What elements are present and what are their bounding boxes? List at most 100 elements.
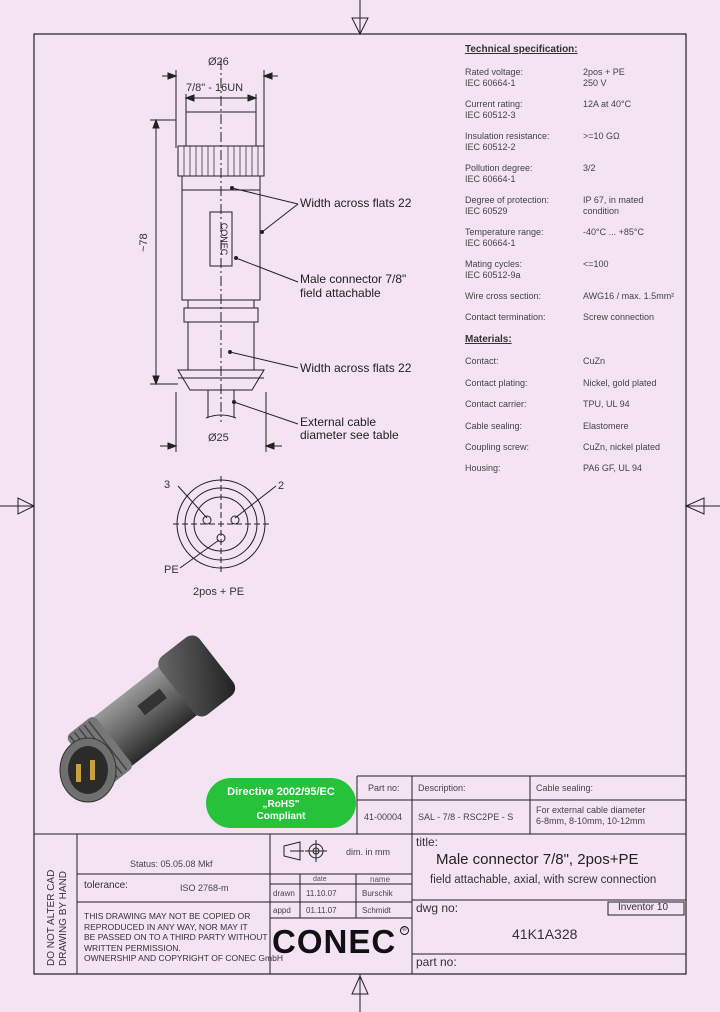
notice-cad: DO NOT ALTER CAD [46,869,57,966]
date-header: date [313,876,327,883]
material-label: Housing: [465,463,501,473]
material-label: Contact: [465,356,499,366]
cable-sealing-header: Cable sealing: [536,783,594,793]
spec-label: Mating cycles: [465,259,523,269]
spec-label: Insulation resistance: [465,131,550,141]
spec-value: -40°C ... +85°C [583,227,644,237]
rohs-label: „RoHS" [262,799,300,810]
spec-value: 2pos + PE [583,67,625,77]
dimension-thread: 7/8" - 16UN [186,82,244,94]
notice-line: BE PASSED ON TO A THIRD PARTY WITHOUT [84,932,268,942]
dwg-no-label: dwg no: [416,901,459,915]
cable-sealing-value-2: 6-8mm, 8-10mm, 10-12mm [536,816,646,826]
label-flats-bottom: Width across flats 22 [300,361,412,375]
spec-value: 250 V [583,78,607,88]
material-value: CuZn [583,356,606,366]
pin-label-2: 2 [278,480,285,492]
spec-value: IP 67, in mated [583,195,644,205]
tolerance-value: ISO 2768-m [180,883,229,893]
materials-heading: Materials: [465,334,512,345]
name-header: name [370,875,391,884]
title-label: title: [416,835,439,849]
spec-label: Degree of protection: [465,195,550,205]
notice-line: WRITTEN PERMISSION. [84,942,181,953]
connector-render [59,635,236,803]
material-label: Cable sealing: [465,421,523,431]
logo-text: CONEC [272,923,397,960]
spec-standard: IEC 60664-1 [465,78,516,88]
part-no-value: 41-00004 [364,812,403,822]
pin-label-pe: PE [164,564,179,576]
label-flats-top: Width across flats 22 [300,196,412,210]
spec-label: Temperature range: [465,227,544,237]
spec-label: Rated voltage: [465,67,524,77]
spec-value: Screw connection [583,312,655,322]
spec-value: >=10 GΩ [583,131,620,141]
conec-logo: CONEC ® [272,922,410,970]
registered-icon: ® [400,926,409,935]
label-male-connector: Male connector 7/8" [300,272,407,286]
spec-value: AWG16 / max. 1.5mm² [583,291,675,301]
notice-line: OWNERSHIP AND COPYRIGHT OF CONEC GmbH [84,953,283,963]
dimension-dia-top: Ø26 [208,56,229,68]
spec-value: 3/2 [583,163,596,173]
spec-standard: IEC 60512-3 [465,110,516,120]
drawing-title: Male connector 7/8", 2pos+PE [436,851,639,868]
description-header: Description: [418,783,466,793]
status: Status: 05.05.08 Mkf [130,859,213,869]
spec-standard: IEC 60664-1 [465,174,516,184]
rohs-compliant: Compliant [256,811,306,822]
dim-unit: dim. in mm [346,847,391,857]
material-value: TPU, UL 94 [583,399,630,409]
material-label: Contact plating: [465,378,528,388]
copyright-notice: THIS DRAWING MAY NOT BE COPIED OR REPROD… [84,911,283,964]
material-value: PA6 GF, UL 94 [583,463,643,473]
part-no-header: Part no: [368,783,400,793]
spec-standard: IEC 60512-9a [465,270,521,280]
spec-label: Pollution degree: [465,163,533,173]
part-no-label: part no: [416,955,457,969]
rohs-badge: Directive 2002/95/EC „RoHS" Compliant [206,778,356,828]
drawn-label: drawn [273,889,295,898]
cable-sealing-value-1: For external cable diameter [536,805,646,815]
spec-value: condition [583,206,620,216]
spec-value: <=100 [583,259,609,269]
spec-standard: IEC 60529 [465,206,508,216]
label-field-attachable: field attachable [300,286,381,300]
software-label: Inventor 10 [618,902,669,913]
material-value: Elastomere [583,421,629,431]
notice-hand: DRAWING BY HAND [58,870,69,966]
spec-label: Wire cross section: [465,291,542,301]
tolerance-label: tolerance: [84,880,128,891]
appd-label: appd [273,906,291,915]
spec-label: Contact termination: [465,312,546,322]
notice-line: THIS DRAWING MAY NOT BE COPIED OR [84,911,251,921]
pin-label-3: 3 [164,479,171,491]
material-value: CuZn, nickel plated [583,442,661,452]
drawn-date: 11.10.07 [306,889,337,898]
spec-standard: IEC 60512-2 [465,142,516,152]
rohs-directive: Directive 2002/95/EC [227,786,335,798]
drawn-name: Burschik [362,889,393,898]
description-value: SAL - 7/8 - RSC2PE - S [418,812,514,822]
label-cable-diameter: diameter see table [300,428,399,442]
pin-caption: 2pos + PE [193,586,245,598]
dimension-dia-bottom: Ø25 [208,432,229,444]
material-value: Nickel, gold plated [583,378,657,388]
material-label: Contact carrier: [465,399,527,409]
appd-date: 01.11.07 [306,906,337,915]
spec-label: Current rating: [465,99,523,109]
label-external-cable: External cable [300,415,377,429]
notice-line: REPRODUCED IN ANY WAY, NOR MAY IT [84,921,248,932]
spec-heading: Technical specification: [465,44,578,55]
drawing-subtitle: field attachable, axial, with screw conn… [430,874,657,886]
body-text: CONEC [219,223,229,256]
spec-standard: IEC 60664-1 [465,238,516,248]
appd-name: Schmidt [362,906,391,915]
spec-value: 12A at 40°C [583,99,632,109]
dwg-no-value: 41K1A328 [512,926,578,942]
